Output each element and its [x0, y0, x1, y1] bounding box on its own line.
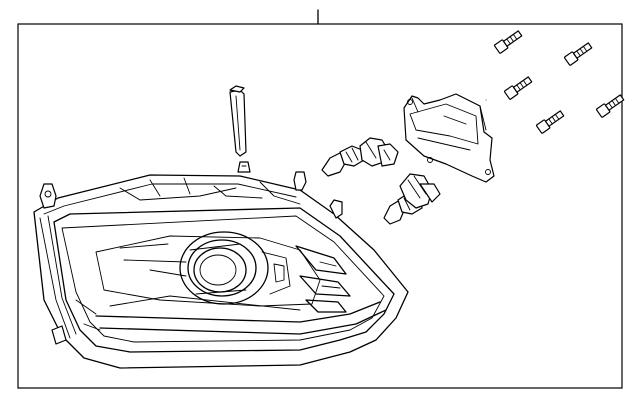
bolt-4	[596, 94, 625, 118]
bolt-3	[504, 76, 533, 100]
bolt-5	[536, 110, 565, 134]
control-module	[403, 93, 495, 183]
bulb-upper	[321, 137, 399, 177]
mounting-bracket	[229, 85, 247, 157]
bolt-2	[564, 42, 593, 66]
bolts	[485, 30, 625, 134]
bolt-1	[494, 30, 523, 54]
headlamp-assembly	[33, 161, 409, 369]
diagram-frame	[17, 23, 623, 389]
bulb-lower	[383, 173, 441, 225]
